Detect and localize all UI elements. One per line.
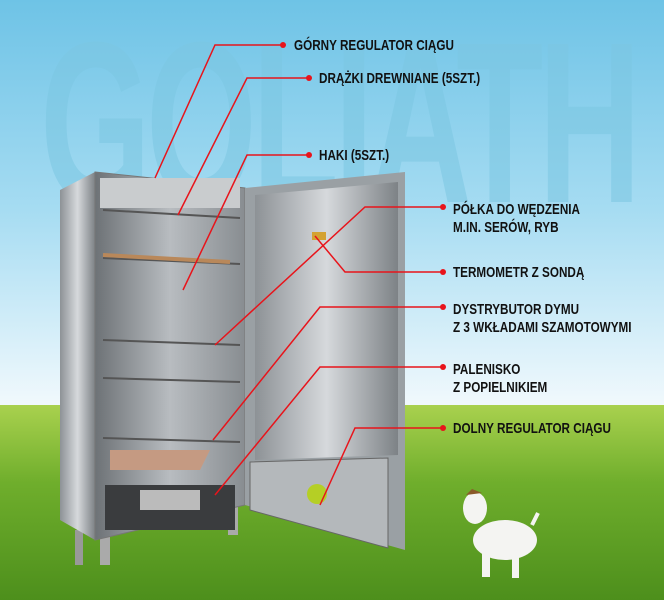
dog bbox=[463, 489, 540, 578]
callout-line-2: M.IN. SERÓW, RYB bbox=[453, 219, 559, 236]
callout-line-1: DYSTRYBUTOR DYMU bbox=[453, 301, 580, 318]
callout-line-2: Z POPIELNIKIEM bbox=[453, 379, 548, 396]
callout-smoke-distributor: DYSTRYBUTOR DYMU Z 3 WKŁADAMI SZAMOTOWYM… bbox=[453, 301, 632, 337]
callout-wooden-rods: DRĄŻKI DREWNIANE (5SZT.) bbox=[319, 70, 481, 87]
callout-lines bbox=[154, 44, 443, 506]
callout-line-1: PÓŁKA DO WĘDZENIA bbox=[453, 201, 580, 218]
callout-firebox: PALENISKO Z POPIELNIKIEM bbox=[453, 361, 547, 397]
callout-hooks: HAKI (5SZT.) bbox=[319, 147, 390, 164]
callout-bottom-draft-regulator: DOLNY REGULATOR CIĄGU bbox=[453, 420, 611, 437]
callout-line-2: Z 3 WKŁADAMI SZAMOTOWYMI bbox=[453, 319, 632, 336]
callout-line-1: PALENISKO bbox=[453, 361, 521, 378]
callout-thermometer: TERMOMETR Z SONDĄ bbox=[453, 264, 585, 281]
smoker-cabinet bbox=[60, 171, 405, 565]
callout-smoking-shelf: PÓŁKA DO WĘDZENIA M.IN. SERÓW, RYB bbox=[453, 201, 580, 237]
callout-dots bbox=[280, 42, 446, 431]
callout-top-draft-regulator: GÓRNY REGULATOR CIĄGU bbox=[294, 37, 454, 54]
